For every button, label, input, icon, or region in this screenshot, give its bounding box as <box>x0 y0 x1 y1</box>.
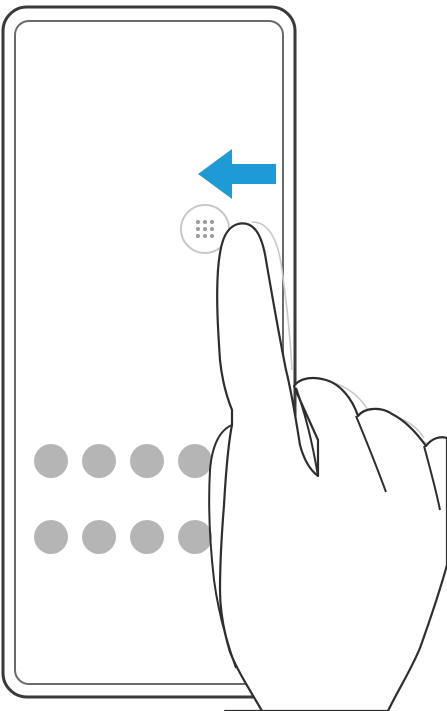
hand-outline <box>217 223 447 711</box>
app-dot[interactable] <box>130 444 164 478</box>
app-dot[interactable] <box>130 520 164 554</box>
app-dot[interactable] <box>82 444 116 478</box>
hand-illustration <box>209 223 447 711</box>
grid-dots-icon <box>196 220 214 238</box>
app-dot[interactable] <box>82 520 116 554</box>
app-dot[interactable] <box>34 444 68 478</box>
app-dot[interactable] <box>178 444 212 478</box>
app-dot[interactable] <box>178 520 212 554</box>
app-dot[interactable] <box>34 520 68 554</box>
